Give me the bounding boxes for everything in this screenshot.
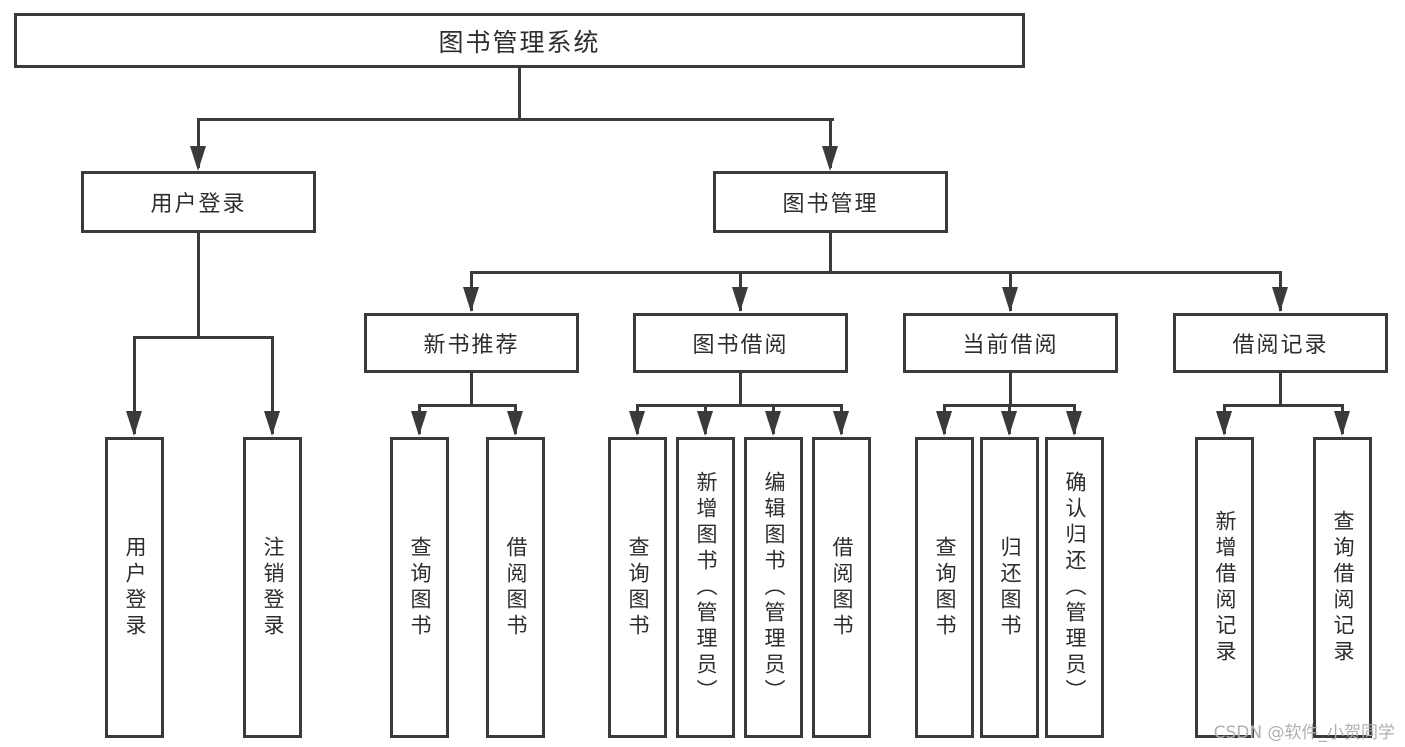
arrow-down-icon <box>463 287 479 312</box>
connector-line <box>1009 373 1012 407</box>
leaf-borrowing-query-books-label: 查询图书 <box>626 535 650 640</box>
leaf-borrowing-query-books: 查询图书 <box>608 437 667 738</box>
leaf-records-add-record-label: 新增借阅记录 <box>1213 509 1237 666</box>
arrow-down-icon <box>1066 411 1082 436</box>
arrow-down-icon <box>1001 411 1017 436</box>
leaf-borrowing-add-books-admin: 新增图书（管理员） <box>676 437 735 738</box>
arrow-down-icon <box>190 146 206 171</box>
leaf-logout-login: 注销登录 <box>243 437 302 738</box>
connector-line <box>133 336 136 434</box>
arrow-down-icon <box>264 411 280 436</box>
arrow-down-icon <box>936 411 952 436</box>
connector-line <box>1279 373 1282 407</box>
leaf-logout-login-label: 注销登录 <box>261 535 285 640</box>
connector-line <box>636 404 843 407</box>
arrow-down-icon <box>822 146 838 171</box>
arrow-down-icon <box>732 287 748 312</box>
leaf-records-add-record: 新增借阅记录 <box>1195 437 1254 738</box>
connector-line <box>518 68 521 120</box>
arrow-down-icon <box>833 411 849 436</box>
node-book-management-label: 图书管理 <box>782 192 879 217</box>
connector-line <box>470 373 473 407</box>
leaf-recommend-query-books-label: 查询图书 <box>408 535 432 640</box>
node-root-system: 图书管理系统 <box>14 13 1025 68</box>
leaf-current-confirm-return-admin: 确认归还（管理员） <box>1045 437 1104 738</box>
leaf-records-query-record-label: 查询借阅记录 <box>1331 509 1355 666</box>
connector-line <box>1223 404 1344 407</box>
arrow-down-icon <box>1216 411 1232 436</box>
node-current-borrowing: 当前借阅 <box>903 313 1118 373</box>
connector-line <box>829 233 832 274</box>
leaf-recommend-borrow-books-label: 借阅图书 <box>504 535 528 640</box>
leaf-recommend-borrow-books: 借阅图书 <box>486 437 545 738</box>
arrow-down-icon <box>629 411 645 436</box>
node-borrowing-records: 借阅记录 <box>1173 313 1388 373</box>
leaf-current-query-books: 查询图书 <box>915 437 974 738</box>
leaf-current-return-books-label: 归还图书 <box>998 535 1022 640</box>
connector-line <box>470 271 1282 274</box>
leaf-current-confirm-return-admin-label: 确认归还（管理员） <box>1063 470 1087 705</box>
leaf-current-return-books: 归还图书 <box>980 437 1039 738</box>
arrow-down-icon <box>765 411 781 436</box>
node-new-book-recommend: 新书推荐 <box>364 313 579 373</box>
leaf-borrowing-borrow-books-label: 借阅图书 <box>830 535 854 640</box>
connector-line <box>197 118 834 121</box>
leaf-borrowing-borrow-books: 借阅图书 <box>812 437 871 738</box>
node-user-login: 用户登录 <box>81 171 316 233</box>
arrow-down-icon <box>1272 287 1288 312</box>
arrow-down-icon <box>1334 411 1350 436</box>
leaf-records-query-record: 查询借阅记录 <box>1313 437 1372 738</box>
node-book-borrowing: 图书借阅 <box>633 313 848 373</box>
node-borrowing-records-label: 借阅记录 <box>1232 333 1329 358</box>
connector-line <box>739 373 742 407</box>
leaf-recommend-query-books: 查询图书 <box>390 437 449 738</box>
connector-line <box>197 118 200 168</box>
node-new-book-recommend-label: 新书推荐 <box>423 333 520 358</box>
connector-line <box>133 336 274 339</box>
connector-line <box>418 404 517 407</box>
arrow-down-icon <box>507 411 523 436</box>
arrow-down-icon <box>411 411 427 436</box>
node-user-login-label: 用户登录 <box>150 192 247 217</box>
connector-line <box>197 233 200 339</box>
connector-line <box>271 336 274 434</box>
leaf-user-login-label: 用户登录 <box>123 535 147 640</box>
leaf-borrowing-add-books-admin-label: 新增图书（管理员） <box>694 470 718 705</box>
node-root-system-label: 图书管理系统 <box>438 27 601 57</box>
leaf-current-query-books-label: 查询图书 <box>933 535 957 640</box>
node-book-borrowing-label: 图书借阅 <box>692 333 789 358</box>
node-book-management: 图书管理 <box>713 171 948 233</box>
arrow-down-icon <box>1002 287 1018 312</box>
node-current-borrowing-label: 当前借阅 <box>962 333 1059 358</box>
arrow-down-icon <box>697 411 713 436</box>
leaf-borrowing-edit-books-admin-label: 编辑图书（管理员） <box>762 470 786 705</box>
connector-line <box>829 118 832 168</box>
leaf-borrowing-edit-books-admin: 编辑图书（管理员） <box>744 437 803 738</box>
leaf-user-login: 用户登录 <box>105 437 164 738</box>
arrow-down-icon <box>126 411 142 436</box>
csdn-watermark: CSDN @软件_小贺同学 <box>1213 723 1395 743</box>
